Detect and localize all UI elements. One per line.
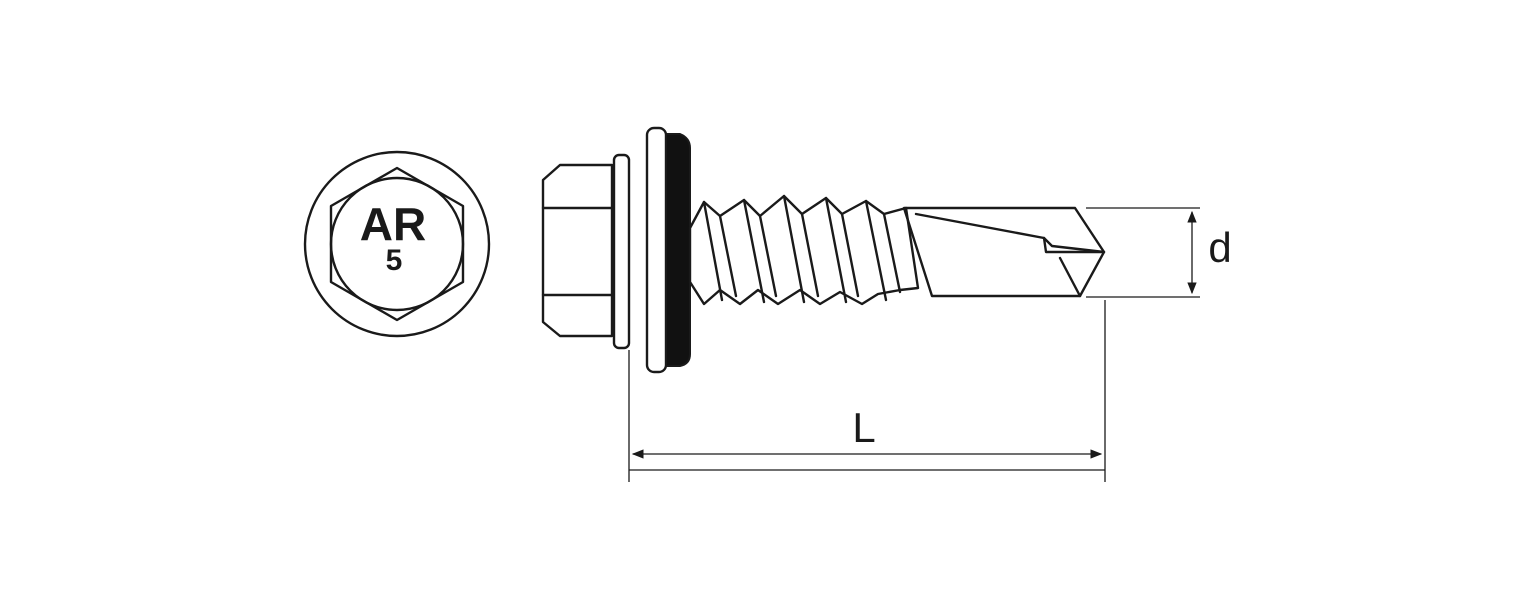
head-face-circle [329, 176, 465, 312]
head-top-view: AR 5 [303, 150, 491, 338]
drill-point [902, 206, 1106, 298]
length-label: L [852, 404, 875, 451]
dimension-length: L [628, 300, 1106, 482]
thread-helix-lines [702, 194, 902, 304]
dimension-diameter: d [1086, 207, 1232, 298]
drill-flute-line-c [1058, 256, 1082, 298]
head-flange [612, 153, 631, 350]
washer-seal [665, 133, 691, 367]
screw-side-view [541, 126, 1106, 374]
drill-flute-line-b [1042, 236, 1106, 254]
washer-outline-circle [303, 150, 491, 338]
hex-head-outline [329, 166, 465, 322]
drill-flute-line-a [914, 212, 1106, 254]
hex-head-side [541, 163, 614, 338]
washer-metal [645, 126, 668, 374]
head-marking-brand: AR [360, 198, 426, 250]
head-marking-size: 5 [386, 244, 403, 277]
diameter-label: d [1208, 224, 1231, 271]
thread-profile [688, 194, 920, 306]
